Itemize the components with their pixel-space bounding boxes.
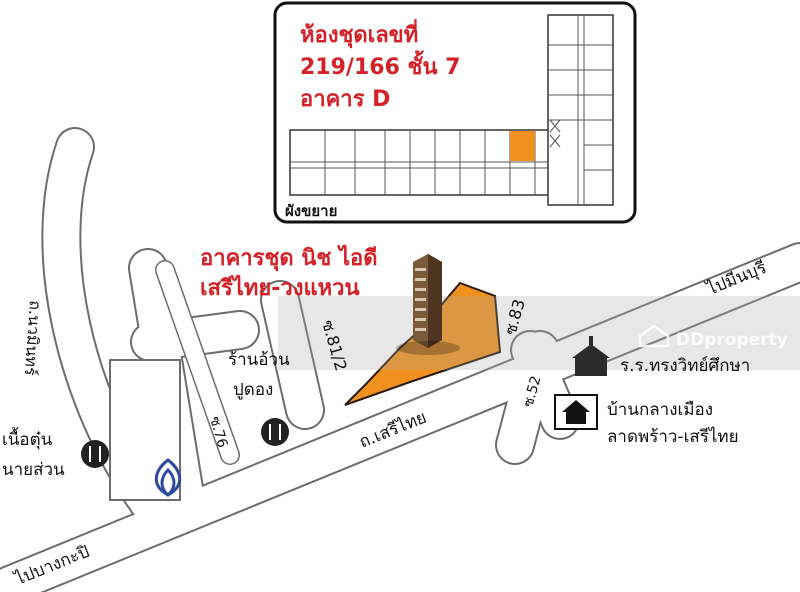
school-icon [572, 336, 610, 376]
unit-building-label: อาคาร D [300, 87, 390, 112]
project-name-line2: เสรีไทย-วงแหวน [200, 274, 360, 301]
watermark-text: DDproperty [676, 330, 788, 350]
restaurant-icon [261, 418, 289, 446]
road-label-nawamin: ถ.นวมินทร์ [21, 300, 45, 377]
watermark: DDproperty [638, 324, 788, 350]
highlighted-unit [510, 131, 535, 161]
floor-plan-inset: ห้องชุดเลขที่ 219/166 ชั้น 7 อาคาร D ผัง… [273, 1, 637, 224]
restaurant2-name-line1: เนื้อตุ๋น [2, 427, 53, 450]
plan-label: ผังขยาย [285, 202, 337, 220]
village-name-line1: บ้านกลางเมือง [607, 400, 713, 420]
watermark-band [278, 296, 800, 370]
restaurant2-name-line2: นายส่วน [2, 460, 65, 480]
home-icon [554, 394, 598, 430]
project-name-line1: อาคารชุด นิช ไอดี [200, 244, 378, 272]
bank-logo [154, 458, 182, 497]
unit-number-label: ห้องชุดเลขที่ [300, 18, 418, 49]
restaurant1-name-line2: ปูดอง [233, 380, 273, 400]
unit-floor-label: 219/166 ชั้น 7 [300, 50, 460, 80]
village-name-line2: ลาดพร้าว-เสรีไทย [607, 426, 739, 447]
restaurant-icon [81, 440, 109, 468]
school-name: ร.ร.ทรงวิทย์ศึกษา [620, 356, 750, 376]
building-icon [396, 254, 460, 355]
restaurant1-name-line1: ร้านอ้วน [228, 350, 290, 370]
